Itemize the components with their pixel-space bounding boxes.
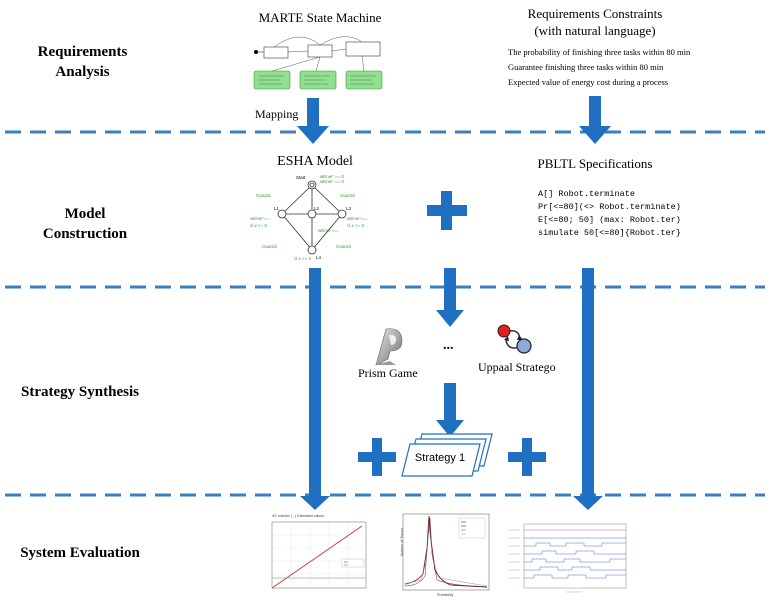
svg-text:L3: L3 xyxy=(346,206,352,211)
svg-text:Number of Traces: Number of Traces xyxy=(400,528,404,556)
svg-text:wEner' == 0: wEner' == 0 xyxy=(320,174,344,179)
marte-title: MARTE State Machine xyxy=(258,10,382,25)
more-tools-ellipsis: ... xyxy=(443,338,454,353)
svg-text:Guard4: Guard4 xyxy=(336,244,352,249)
stage-system-evaluation: System Evaluation xyxy=(20,545,140,561)
svg-text:L1: L1 xyxy=(274,206,280,211)
esha-model-graph: wEner' == 0 wEner' == 0 Guard1 Guard2 wE… xyxy=(250,174,368,261)
marte-state-machine-image xyxy=(253,36,383,90)
stage-strategy-synthesis: Strategy Synthesis xyxy=(21,384,139,400)
svg-text:Guard1: Guard1 xyxy=(256,193,272,198)
pbltl-title: PBLTL Specifications xyxy=(537,156,653,171)
svg-text:cl.x <= 5: cl.x <= 5 xyxy=(250,223,268,228)
arrow-to-tools xyxy=(436,268,464,327)
plus-right xyxy=(508,438,546,476)
arrow-esha-to-evaluation xyxy=(300,268,330,510)
constraint-3: Expected value of energy cost during a p… xyxy=(508,77,669,87)
uppaal-stratego-icon xyxy=(497,324,532,354)
constraint-1: The probability of finishing three tasks… xyxy=(508,47,691,57)
stage-requirements-analysis: Requirements Analysis xyxy=(37,44,128,80)
evaluation-plot-2: Number of Traces Probability xyxy=(400,513,490,597)
evaluation-plot-3 xyxy=(508,523,627,593)
svg-text:wEner' == 0: wEner' == 0 xyxy=(320,179,344,184)
arrow-constraints-to-pbltl xyxy=(579,96,611,144)
constraints-title: Requirements Constraints (with natural l… xyxy=(527,6,663,38)
svg-text:wEner'==..: wEner'==.. xyxy=(250,216,271,221)
svg-text:Probability: Probability xyxy=(437,593,454,597)
esha-state-l3 xyxy=(337,209,347,219)
svg-text:Guard3: Guard3 xyxy=(262,244,278,249)
pbltl-line-4: simulate 50[<=80]{Robot.ter} xyxy=(538,228,681,238)
esha-state-l2 xyxy=(307,209,317,219)
pbltl-line-3: E[<=80; 50] (max: Robot.ter) xyxy=(538,215,681,225)
uppaal-stratego-label: Uppaal Stratego xyxy=(478,360,556,374)
esha-state-l0 xyxy=(307,180,317,190)
svg-text:cl.x <= 3: cl.x <= 3 xyxy=(294,256,312,261)
svg-text:cl.x <= 5: cl.x <= 5 xyxy=(347,223,365,228)
constraint-2: Guarantee finishing three tasks within 8… xyxy=(508,62,664,72)
pbltl-line-2: Pr[<=80](<> Robot.terminate) xyxy=(538,202,681,212)
prism-game-icon xyxy=(374,328,403,366)
svg-text:L2: L2 xyxy=(314,206,320,211)
svg-text:wEner'==..: wEner'==.. xyxy=(318,228,339,233)
svg-text:L4: L4 xyxy=(316,255,322,260)
pbltl-line-1: A[] Robot.terminate xyxy=(538,189,635,199)
arrow-mapping xyxy=(297,98,329,144)
strategy-label: Strategy 1 xyxy=(414,452,466,464)
strategy-stack xyxy=(401,433,493,477)
arrow-to-strategy xyxy=(436,383,464,437)
esha-state-l4 xyxy=(307,245,317,255)
svg-text:Guard2: Guard2 xyxy=(340,193,356,198)
esha-title: ESHA Model xyxy=(277,154,353,169)
mapping-label: Mapping xyxy=(255,107,299,121)
esha-start-label: Start xyxy=(296,175,306,180)
arrow-pbltl-to-evaluation xyxy=(573,268,603,510)
svg-text:Ψ1 checker (...) Estimated val: Ψ1 checker (...) Estimated values xyxy=(272,514,324,518)
prism-game-label: Prism Game xyxy=(358,366,418,380)
esha-state-l1 xyxy=(277,209,287,219)
evaluation-plot-1: Ψ1 checker (...) Estimated values xyxy=(262,512,372,598)
stage-model-construction: Model Construction xyxy=(42,206,128,242)
plus-left xyxy=(358,438,396,476)
plus-model xyxy=(427,191,467,230)
svg-text:wEner'==..: wEner'==.. xyxy=(347,216,368,221)
